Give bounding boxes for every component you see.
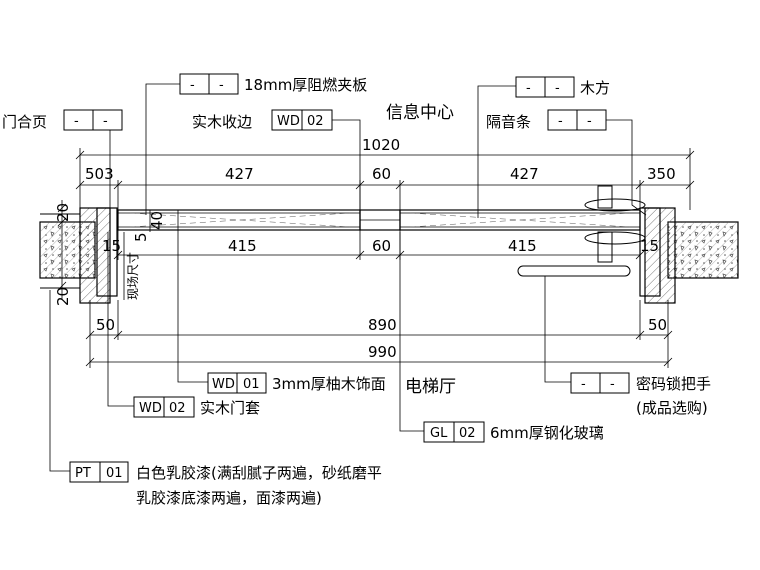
callout-board: - - 18mm厚阻燃夹板 — [179, 73, 367, 95]
callout-paint-text2: 乳胶漆底漆两遍，面漆两遍) — [136, 489, 322, 507]
right-wall — [644, 207, 739, 304]
callout-lock: - - 密码锁把手 (成品选购) — [570, 372, 711, 417]
door-leaf-right — [399, 209, 641, 231]
callout-paint-tag-b: 01 — [106, 466, 123, 481]
callout-edge-tag-b: 02 — [307, 114, 324, 129]
dim-left-top: 503 — [85, 165, 114, 183]
callout-veneer-tag-a: WD — [212, 377, 235, 392]
field-measure-note: 现场尺寸 — [126, 252, 140, 300]
dim-leaf-left-bottom: 415 — [228, 237, 257, 255]
dim-right-top: 350 — [647, 165, 676, 183]
callout-veneer-text: 3mm厚柚木饰面 — [272, 375, 386, 393]
dim-leaf-left-top: 427 — [225, 165, 254, 183]
dim-overall-top: 1020 — [362, 136, 400, 154]
callout-edge-tag-a: WD — [277, 114, 300, 129]
callout-glass-text: 6mm厚钢化玻璃 — [490, 424, 604, 442]
callout-seal: 隔音条 - - — [486, 109, 607, 131]
callout-board-tag-a: - — [190, 78, 195, 93]
callout-timber-text: 木方 — [580, 79, 610, 97]
dim-clear-width: 890 — [368, 316, 397, 334]
callout-hinge-tag-a: - — [74, 114, 79, 129]
room-label-bottom: 电梯厅 — [405, 377, 456, 397]
callout-seal-tag-a: - — [558, 114, 563, 129]
callout-frame: WD 02 实木门套 — [133, 396, 260, 418]
callout-frame-text: 实木门套 — [200, 399, 260, 417]
callout-hinge-tag-b: - — [103, 114, 108, 129]
lock-handle-icon — [517, 185, 646, 277]
callout-seal-text: 隔音条 — [486, 113, 531, 131]
callout-frame-tag-b: 02 — [169, 401, 186, 416]
callout-timber-tag-b: - — [555, 81, 560, 96]
dim-left-jamb: 50 — [96, 316, 115, 334]
callout-lock-tag-a: - — [581, 377, 586, 392]
callout-timber: - - 木方 — [515, 76, 610, 98]
callout-lock-text2: (成品选购) — [636, 399, 708, 417]
callout-seal-tag-b: - — [587, 114, 592, 129]
callout-edge: 实木收边 WD 02 — [192, 109, 333, 131]
dim-right-gap: 15 — [640, 237, 659, 255]
callout-board-text: 18mm厚阻燃夹板 — [244, 76, 367, 94]
dim-face-offset: 5 — [132, 232, 150, 242]
dim-leaf-right-top: 427 — [510, 165, 539, 183]
callout-lock-tag-b: - — [610, 377, 615, 392]
callout-glass: GL 02 6mm厚钢化玻璃 — [423, 421, 604, 443]
left-jamb — [96, 207, 118, 297]
callout-glass-tag-b: 02 — [459, 426, 476, 441]
dim-center-bottom: 60 — [372, 237, 391, 255]
dim-wall-bottom: 20 — [54, 287, 72, 306]
callout-hinge: 门合页 - - — [2, 109, 123, 131]
left-wall — [39, 207, 111, 304]
callout-glass-tag-a: GL — [430, 426, 448, 441]
callout-veneer-tag-b: 01 — [243, 377, 260, 392]
callout-frame-tag-a: WD — [139, 401, 162, 416]
room-label-top: 信息中心 — [386, 103, 454, 123]
callout-edge-text: 实木收边 — [192, 113, 252, 131]
dim-left-gap: 15 — [102, 237, 121, 255]
callout-veneer: WD 01 3mm厚柚木饰面 — [207, 372, 386, 394]
dim-overall-bottom: 990 — [368, 343, 397, 361]
callout-board-tag-b: - — [219, 78, 224, 93]
callout-hinge-text: 门合页 — [2, 113, 47, 131]
dimension-lines — [57, 148, 695, 368]
dim-leaf-right-bottom: 415 — [508, 237, 537, 255]
dim-wall-top: 20 — [54, 203, 72, 222]
dim-right-jamb: 50 — [648, 316, 667, 334]
dim-door-thickness: 40 — [148, 211, 166, 230]
callout-lock-text: 密码锁把手 — [636, 375, 711, 393]
dim-center-top: 60 — [372, 165, 391, 183]
callout-paint: PT 01 白色乳胶漆(满刮腻子两遍，砂纸磨平 乳胶漆底漆两遍，面漆两遍) — [69, 461, 382, 507]
callout-timber-tag-a: - — [526, 81, 531, 96]
callout-paint-text: 白色乳胶漆(满刮腻子两遍，砂纸磨平 — [136, 464, 382, 482]
callout-paint-tag-a: PT — [75, 466, 91, 481]
